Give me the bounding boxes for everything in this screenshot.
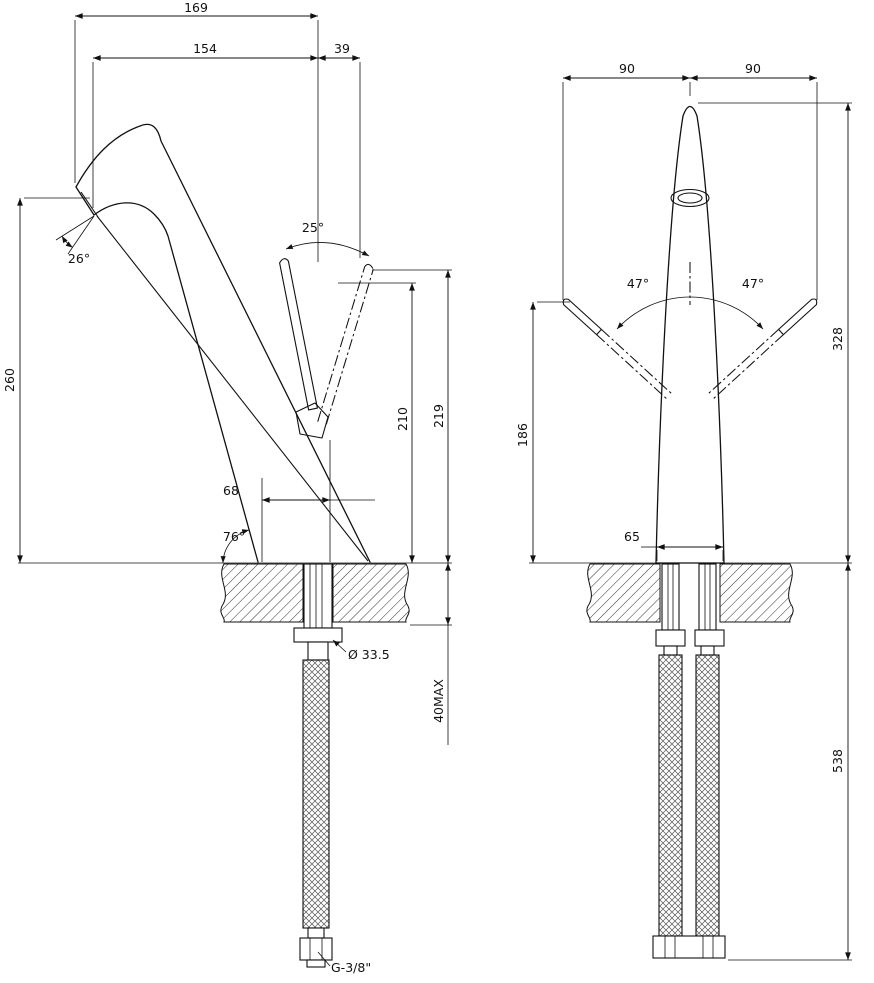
dim-90-90: 90 90 bbox=[562, 61, 818, 300]
stud-right bbox=[698, 563, 717, 631]
angle-47-left-label: 47° bbox=[627, 276, 649, 291]
side-view: 169 154 39 260 219 210 bbox=[2, 0, 452, 975]
flexible-hose bbox=[302, 659, 330, 929]
dim-210-label: 210 bbox=[395, 407, 410, 431]
angle-26-label: 26° bbox=[68, 251, 90, 266]
dim-90-left-label: 90 bbox=[619, 61, 635, 76]
fixing-nut bbox=[293, 627, 343, 643]
threaded-shank bbox=[303, 563, 333, 629]
angle-25-label: 25° bbox=[302, 220, 324, 235]
hose-tip bbox=[306, 959, 326, 968]
front-view-undermount bbox=[652, 563, 726, 959]
front-view: 47° 47° bbox=[515, 61, 852, 961]
aerator-outer bbox=[670, 188, 710, 208]
spout-inner-edge bbox=[96, 215, 369, 562]
side-view-handle bbox=[279, 258, 374, 439]
aerator-face bbox=[75, 186, 95, 216]
aerator-inner bbox=[677, 192, 703, 204]
dim-90-right-label: 90 bbox=[745, 61, 761, 76]
dim-65: 65 bbox=[624, 529, 724, 561]
dim-538: 538 bbox=[728, 563, 852, 961]
hose-end-neck bbox=[307, 927, 325, 939]
counter-slab-right bbox=[332, 563, 410, 623]
handle-right bbox=[778, 298, 818, 336]
angle-26: 26° bbox=[55, 215, 95, 266]
dim-186: 186 bbox=[515, 301, 570, 563]
dim-65-label: 65 bbox=[624, 529, 640, 544]
dia-33-5-label: Ø 33.5 bbox=[348, 647, 390, 662]
dim-219-210: 219 210 bbox=[338, 269, 452, 563]
hose-neck bbox=[307, 641, 329, 661]
dim-154-39: 154 39 bbox=[92, 41, 361, 258]
spout-underside-edge bbox=[93, 202, 259, 563]
dim-169: 169 bbox=[74, 0, 319, 262]
dia-33-5: Ø 33.5 bbox=[332, 639, 390, 662]
counter-slab-left bbox=[220, 563, 304, 623]
aerator-slot-line bbox=[80, 191, 99, 218]
front-view-handles bbox=[562, 262, 818, 401]
dim-40max: 40MAX bbox=[410, 563, 452, 745]
dim-40max-label: 40MAX bbox=[431, 679, 446, 723]
dim-186-label: 186 bbox=[515, 423, 530, 447]
nut-left bbox=[655, 629, 686, 647]
dim-68: 68 bbox=[223, 440, 375, 562]
thread-callout: G-3/8" bbox=[317, 951, 371, 975]
angle-47-right-label: 47° bbox=[742, 276, 764, 291]
neck-left bbox=[663, 645, 678, 656]
counter-slab-left-front bbox=[586, 563, 661, 623]
hose-left bbox=[658, 654, 683, 937]
angle-76-label: 76° bbox=[223, 529, 245, 544]
dim-328-label: 328 bbox=[830, 327, 845, 351]
spout-outer-edge bbox=[75, 123, 371, 563]
hose-end-nut bbox=[299, 937, 333, 961]
dim-260: 260 bbox=[2, 197, 90, 563]
neck-right bbox=[700, 645, 715, 656]
dim-538-label: 538 bbox=[830, 749, 845, 773]
bottom-bracket bbox=[652, 935, 726, 959]
angle-25: 25° bbox=[285, 220, 370, 257]
dim-68-label: 68 bbox=[223, 483, 239, 498]
body-cone bbox=[655, 105, 725, 564]
nut-right bbox=[694, 629, 725, 647]
dim-260-label: 260 bbox=[2, 368, 17, 392]
handle-joint bbox=[295, 402, 329, 439]
dim-154-label: 154 bbox=[193, 41, 217, 56]
dim-328: 328 bbox=[698, 102, 852, 563]
counter-slab-right-front bbox=[719, 563, 794, 623]
dim-219-label: 219 bbox=[431, 404, 446, 428]
angle-47: 47° 47° bbox=[616, 276, 764, 330]
hose-right bbox=[695, 654, 720, 937]
thread-label: G-3/8" bbox=[331, 960, 371, 975]
handle-left bbox=[562, 298, 602, 336]
handle-phantom-cap bbox=[364, 263, 374, 270]
front-view-counter bbox=[529, 562, 852, 623]
handle-phantom-line-1 bbox=[317, 266, 366, 422]
handle-phantom-line-2 bbox=[325, 269, 374, 425]
angle-76: 76° bbox=[220, 529, 250, 564]
side-view-counter bbox=[18, 562, 452, 623]
dim-169-label: 169 bbox=[184, 0, 208, 15]
side-view-faucet-body bbox=[75, 123, 371, 563]
dim-39-label: 39 bbox=[334, 41, 350, 56]
stud-left bbox=[661, 563, 680, 631]
front-view-faucet-body bbox=[655, 105, 725, 564]
side-view-undermount bbox=[293, 563, 343, 968]
handle-lever-solid bbox=[279, 258, 318, 411]
